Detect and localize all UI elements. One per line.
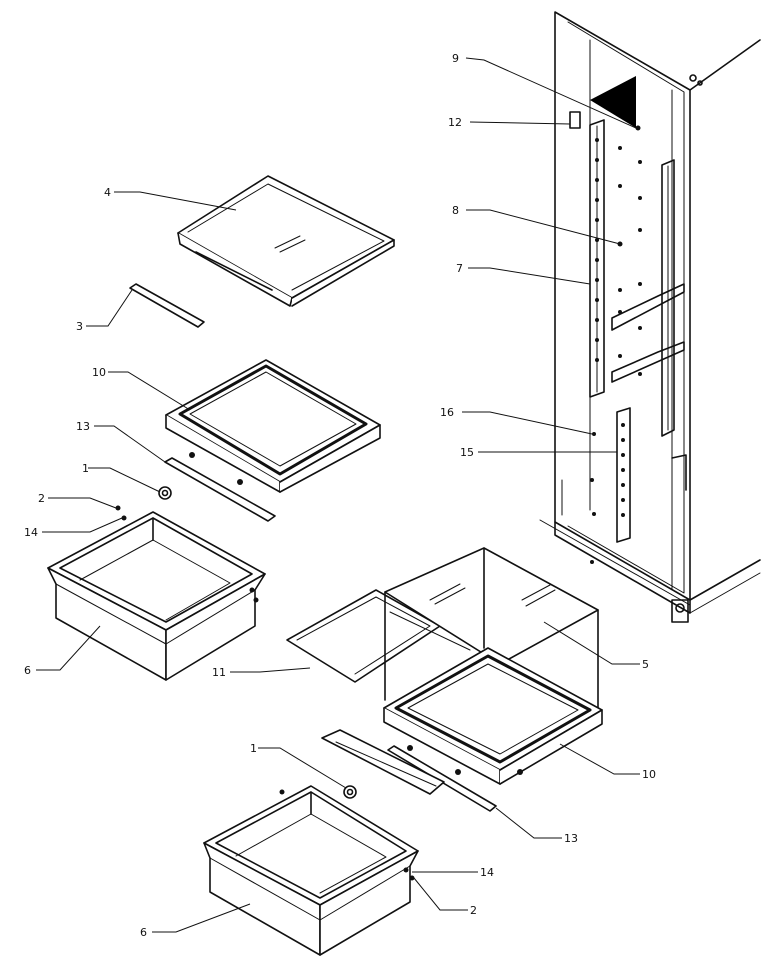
- callout-12: 12: [448, 116, 462, 129]
- callout-6-lower: 6: [140, 926, 147, 939]
- callout-10-lower: 10: [642, 768, 656, 781]
- cabinet-liner: [539, 11, 761, 623]
- callout-2-upper: 2: [38, 492, 45, 505]
- callout-14-upper: 14: [24, 526, 38, 539]
- shelf-support-rail-7: [589, 119, 605, 398]
- roller-1-upper: [158, 486, 172, 500]
- callout-1-upper: 1: [82, 462, 89, 475]
- shelf-trim-lower: [321, 729, 445, 795]
- callout-8: 8: [452, 204, 459, 217]
- crisper-cover-trim-13-upper: [164, 457, 276, 522]
- mounting-screws: [570, 76, 660, 564]
- callout-5: 5: [642, 658, 649, 671]
- shelf-support-rail-15: [616, 407, 631, 543]
- leader-lines: [36, 57, 640, 933]
- crisper-cover-frame-10-upper: [160, 359, 381, 493]
- screws-2-14-left: [115, 505, 127, 521]
- shelf-trim-3: [129, 283, 205, 328]
- callout-labels: 9 12 8 7 16 15 4 3 10 13 1 2 14 6 11 5 1…: [24, 52, 656, 939]
- callout-7: 7: [456, 262, 463, 275]
- screw-lower-left: [279, 789, 285, 795]
- callout-2-lower: 2: [470, 904, 477, 917]
- crisper-pan-6-upper: [47, 511, 266, 681]
- roller-1-lower: [343, 785, 357, 799]
- callout-10-upper: 10: [92, 366, 106, 379]
- callout-16: 16: [440, 406, 454, 419]
- callout-14-lower: 14: [480, 866, 494, 879]
- crisper-cover-trim-13-lower: [387, 745, 497, 812]
- callout-1-lower: 1: [250, 742, 257, 755]
- shelf-support-rail-right: [661, 159, 675, 437]
- callout-13-upper: 13: [76, 420, 90, 433]
- callout-11: 11: [212, 666, 226, 679]
- shelf-brackets: [569, 111, 685, 383]
- callout-15: 15: [460, 446, 474, 459]
- callout-3: 3: [76, 320, 83, 333]
- callout-9: 9: [452, 52, 459, 65]
- callout-13-lower: 13: [564, 832, 578, 845]
- crisper-pan-6-lower: [203, 785, 419, 956]
- storage-pan-5: [384, 547, 599, 721]
- callout-4: 4: [104, 186, 111, 199]
- callout-6-upper: 6: [24, 664, 31, 677]
- crisper-cover-frame-10-lower: [383, 647, 603, 785]
- glass-shelf-4: [160, 175, 395, 307]
